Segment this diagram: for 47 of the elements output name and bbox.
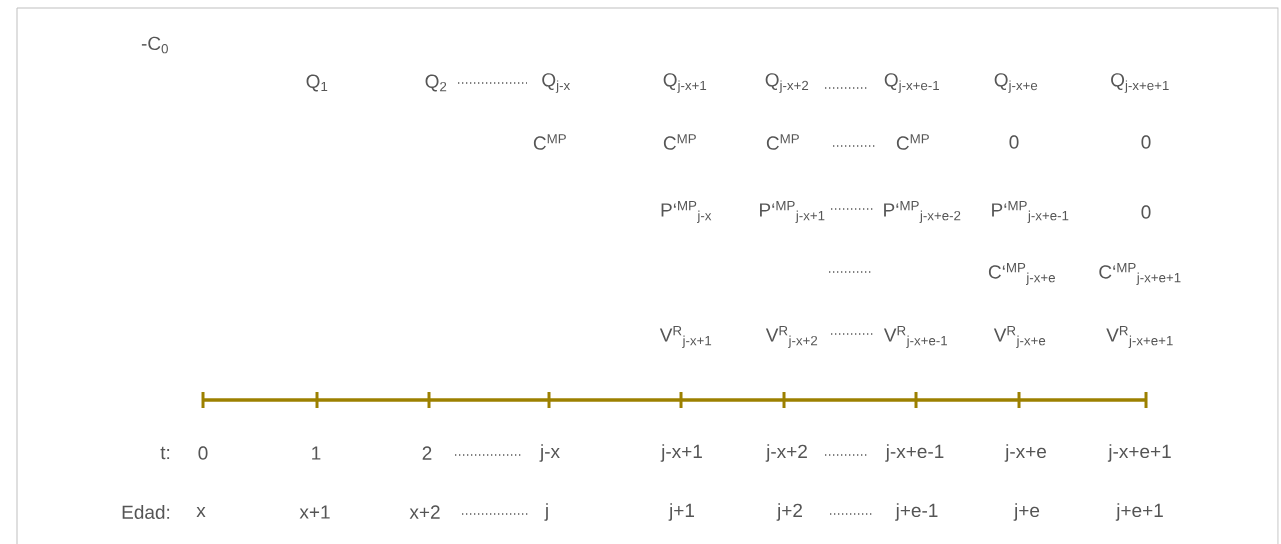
tick-label: j+e (1013, 503, 1040, 521)
cash-flow-label: 0 (1009, 135, 1019, 149)
cash-flow-label: Q$_{1}$ (306, 74, 328, 92)
cash-flow-label: 0 (1141, 135, 1151, 149)
tick-label: j+2 (776, 503, 802, 521)
tick-label: x+2 (409, 505, 440, 519)
cash-flow-label: P‘$^{MP}$j-x (661, 201, 712, 223)
cash-flow-label: C$^{MP}$ (896, 134, 929, 150)
cash-flow-label: C$^{MP}$ (533, 134, 566, 150)
tick-label: j-x+e-1 (885, 444, 944, 462)
cash-flow-label: Q$_{j-x+e-1}$ (884, 73, 939, 93)
cash-flow-label: C$^{MP}$ (766, 134, 799, 150)
cash-flow-label: Q$_{j-x+1}$ (663, 73, 707, 93)
tick-label: j (544, 503, 548, 521)
tick-label: j-x (539, 444, 560, 462)
cash-flow-label: Q$_{j-x}$ (542, 73, 570, 93)
cash-flow-label: V$^{R}$j-x+2 (765, 326, 818, 348)
tick-label: 1 (312, 446, 321, 460)
tick-label: j-x+e+1 (1107, 444, 1171, 462)
cash-flow-label: V$^{R}$j-x+e-1 (883, 326, 947, 348)
tick-label: j+e+1 (1115, 503, 1163, 521)
cash-flow-label: P‘$^{MP}$j-x+1 (760, 201, 825, 223)
tick-label: j-x+2 (765, 444, 807, 462)
cash-flow-label: C‘$^{MP}$j-x+e (988, 263, 1055, 285)
cash-flow-label: -C$_{0}$ (141, 36, 168, 54)
axis-label: Edad: (122, 505, 170, 519)
cash-flow-label: V$^{R}$j-x+1 (659, 326, 712, 348)
cash-flow-label: V$^{R}$j-x+e (993, 326, 1046, 348)
tick-label: j-x+e (1004, 444, 1046, 462)
axis-label: t: (160, 446, 170, 460)
tick-label: j+1 (668, 503, 694, 521)
cash-flow-label: P‘$^{MP}$j-x+e-2 (884, 201, 961, 223)
tick-label: j-x+1 (660, 444, 702, 462)
cash-flow-label: Q$_{j-x+e+1}$ (1111, 73, 1169, 93)
tick-label: x (196, 507, 206, 518)
cash-flow-label: V$^{R}$j-x+e+1 (1106, 326, 1173, 348)
tick-label: 0 (198, 446, 208, 460)
cash-flow-label: 0 (1141, 205, 1151, 219)
cash-flow-label: Q$_{j-x+e}$ (994, 73, 1038, 93)
cash-flow-label: Q$_{j-x+2}$ (765, 73, 809, 93)
tick-label: j+e-1 (895, 503, 938, 521)
cash-flow-label: P‘$^{MP}$j-x+e-1 (992, 201, 1069, 223)
tick-label: 2 (422, 446, 432, 460)
tick-label: x+1 (299, 505, 330, 519)
cash-flow-label: Q$_{2}$ (425, 74, 447, 92)
cash-flow-label: C$^{MP}$ (663, 134, 696, 150)
cash-flow-label: C‘$^{MP}$j-x+e+1 (1099, 263, 1181, 285)
